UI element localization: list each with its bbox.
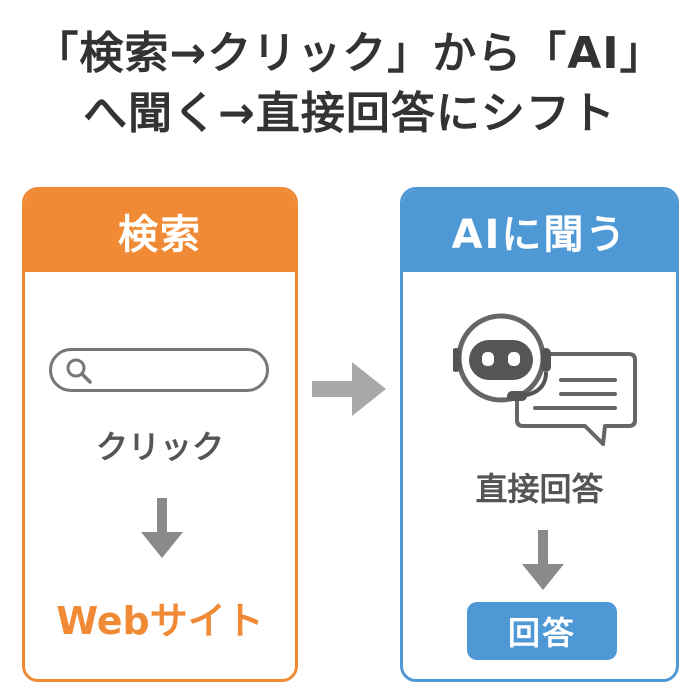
robot-icon <box>453 313 551 403</box>
arrow-down-icon <box>522 530 564 590</box>
ai-illustration <box>453 313 637 446</box>
click-label: クリック <box>95 428 224 466</box>
search-card-header: 検索 <box>25 190 295 272</box>
page-title: 「検索→クリック」から「AI」 へ聞く→直接回答にシフト <box>0 24 699 144</box>
search-icon <box>66 358 92 384</box>
search-card: 検索 クリック Webサイト <box>22 187 298 682</box>
direct-answer-label: 直接回答 <box>475 470 604 508</box>
title-line-2: へ聞く→直接回答にシフト <box>83 88 616 139</box>
title-line-1: 「検索→クリック」から「AI」 <box>34 28 665 79</box>
ai-card-header: AIに聞う <box>403 190 676 272</box>
search-card-body: クリック Webサイト <box>25 272 295 679</box>
arrow-down-icon <box>141 498 183 558</box>
website-label: Webサイト <box>56 599 264 643</box>
ai-card: AIに聞う 直接回答 <box>400 187 679 682</box>
arrow-right-icon <box>312 362 386 416</box>
search-bar <box>49 348 269 392</box>
ai-card-body: 直接回答 回答 <box>403 272 676 679</box>
answer-button[interactable]: 回答 <box>467 602 617 660</box>
